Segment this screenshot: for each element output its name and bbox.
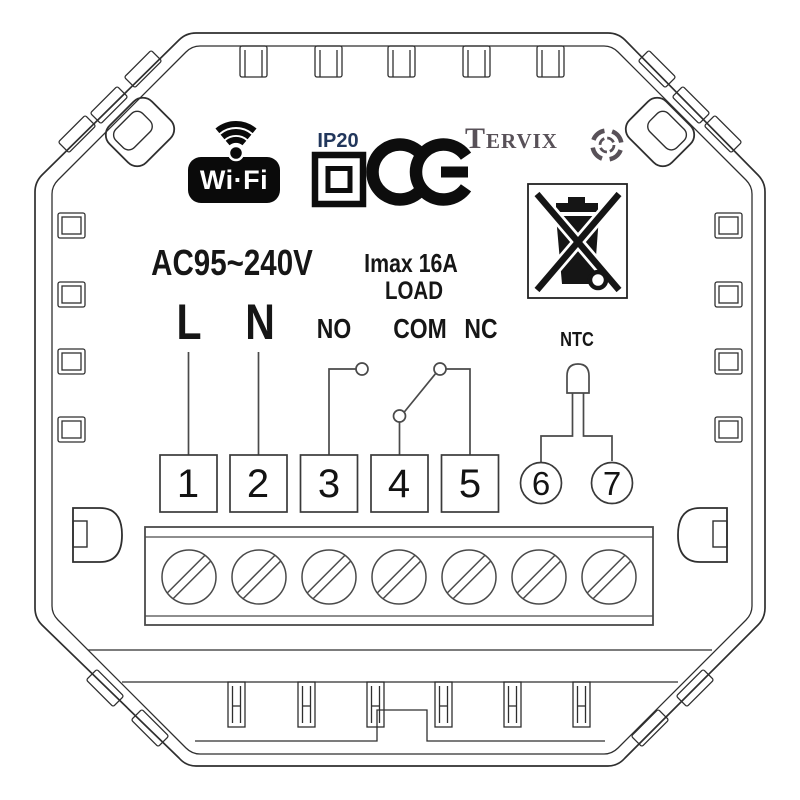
shell-inner-outline: [51, 45, 753, 755]
ip20-squares-icon: [311, 151, 367, 208]
relay-nc-label: NC: [464, 313, 498, 344]
left-clip-tabs: [57, 212, 86, 443]
wire-relay-no: [328, 368, 356, 455]
terminal-number-5: 5: [458, 462, 482, 506]
weee-bin-icon: [527, 183, 628, 299]
terminal-circle-7: [590, 461, 634, 505]
terminal-number-4: 4: [387, 462, 411, 506]
brand-gear-icon: [590, 128, 624, 162]
terminal-number-3: 3: [317, 462, 341, 506]
screw-1: [161, 549, 217, 605]
terminal-number-7: 7: [602, 464, 622, 502]
bottom-housing-edges: [88, 649, 712, 742]
terminal-box-3: [299, 454, 359, 513]
top-clip-tabs: [239, 45, 565, 78]
side-slot-left: [72, 507, 123, 563]
housing-shell: [34, 32, 766, 767]
terminal-box-2: [229, 454, 288, 513]
screw-2: [231, 549, 287, 605]
side-slot-right: [677, 507, 728, 563]
screw-3: [301, 549, 357, 605]
ip-rating-label: IP20: [317, 130, 359, 152]
right-clip-tabs: [714, 212, 743, 443]
load-label: LOAD: [384, 277, 444, 305]
terminal-box-1: [159, 454, 218, 513]
screw-5: [441, 549, 497, 605]
bottom-clip-tabs: [227, 681, 591, 728]
screw-terminal-block: [144, 526, 654, 626]
wiring-lines: [187, 352, 471, 455]
line-terminal-label: L: [176, 294, 202, 350]
relay-switch-arm: [403, 373, 437, 413]
terminal-number-1: 1: [176, 462, 200, 506]
terminal-number-6: 6: [531, 464, 551, 502]
terminal-circle-6: [519, 461, 563, 505]
wire-relay-nc: [446, 368, 471, 455]
ce-mark-icon: [366, 138, 472, 206]
relay-contact-no: [355, 362, 369, 376]
relay-contact-com: [392, 409, 407, 423]
brand-logo-text: Tervix: [465, 122, 558, 155]
relay-no-label: NO: [316, 313, 352, 344]
terminal-box-5: [440, 454, 500, 513]
ntc-sensor-label: NTC: [560, 329, 594, 351]
shell-outer-outline: [34, 32, 766, 767]
ntc-probe-icon: [540, 363, 613, 462]
screw-7: [581, 549, 637, 605]
wifi-badge: Wi·Fi: [188, 157, 280, 203]
max-current-label: Imax 16A: [364, 248, 458, 278]
neutral-terminal-label: N: [245, 294, 275, 350]
corner-slot-top-left: [104, 96, 176, 168]
terminal-box-4: [370, 454, 429, 513]
corner-clips: [57, 49, 743, 748]
screw-4: [371, 549, 427, 605]
wifi-badge-label: Wi·Fi: [199, 164, 269, 195]
supply-voltage-label: AC95~240V: [151, 242, 313, 283]
corner-slot-top-right: [624, 96, 696, 168]
terminal-symbols: [159, 454, 634, 513]
terminal-number-2: 2: [246, 462, 270, 506]
relay-contact-nc: [433, 362, 447, 376]
screw-6: [511, 549, 567, 605]
relay-com-label: COM: [393, 313, 447, 344]
